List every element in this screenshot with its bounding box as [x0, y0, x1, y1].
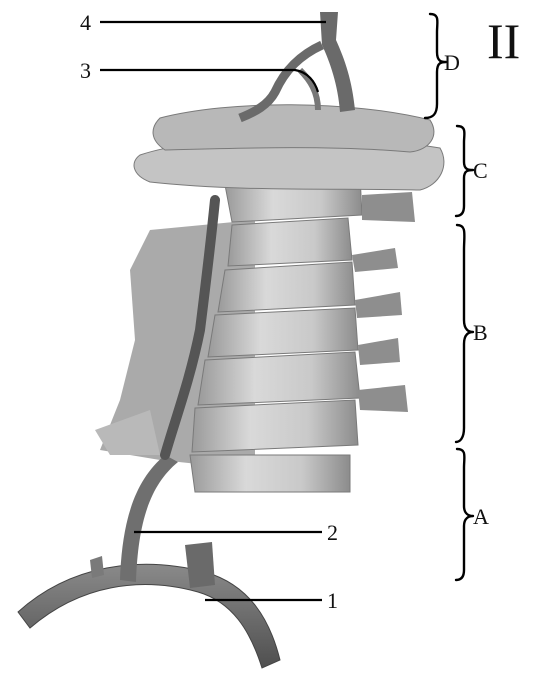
basilar-artery	[320, 12, 355, 112]
callout-3: 3	[80, 58, 91, 83]
brace-B	[456, 225, 473, 442]
section-label-D: D	[444, 50, 460, 75]
callout-1: 1	[327, 588, 338, 613]
callout-2: 2	[327, 520, 338, 545]
callout-4: 4	[80, 10, 91, 35]
cervical-spine	[95, 105, 444, 492]
section-label-B: B	[473, 320, 488, 345]
brace-D	[425, 14, 446, 118]
occipital-region	[153, 105, 434, 152]
section-label-C: C	[473, 158, 488, 183]
brace-A	[456, 449, 473, 580]
figure-number-roman: II	[487, 13, 520, 69]
subclavian-artery	[18, 564, 280, 668]
brace-C	[456, 126, 473, 216]
section-labels: D C B A	[444, 50, 489, 529]
vertebral-artery	[120, 455, 178, 582]
transverse-processes	[352, 192, 415, 412]
section-braces	[425, 14, 473, 580]
section-label-A: A	[473, 504, 489, 529]
